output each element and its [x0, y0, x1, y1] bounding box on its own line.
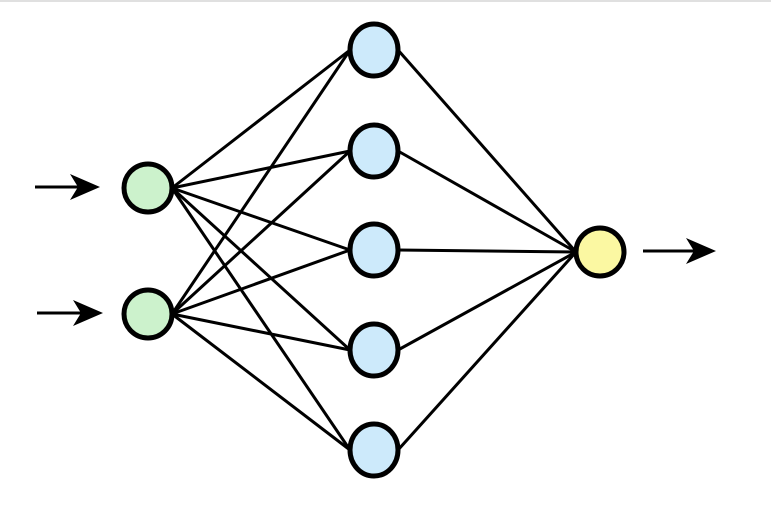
edge-h3-o1 — [397, 248, 577, 254]
edge-i1-h1 — [171, 48, 351, 190]
edge-i2-h5 — [171, 312, 351, 452]
edge-i1-h5 — [170, 187, 352, 451]
edge-h1-o1 — [396, 49, 578, 253]
output-node-1 — [573, 225, 627, 279]
input-arrow-1-head-icon — [70, 174, 100, 200]
edge-i2-h3 — [171, 248, 351, 316]
edge-h2-o1 — [397, 149, 577, 254]
hidden-node-1 — [347, 21, 401, 79]
input-node-1 — [121, 161, 175, 215]
input-node-2 — [121, 287, 175, 341]
top-border-line — [0, 0, 771, 2]
edge-i1-h3 — [171, 186, 351, 252]
hidden-node-4 — [347, 321, 401, 379]
output-arrow-head-icon — [686, 238, 716, 264]
hidden-node-3 — [347, 221, 401, 279]
edge-h5-o1 — [396, 250, 578, 452]
input-arrow-2-head-icon — [73, 300, 103, 326]
edge-h4-o1 — [397, 250, 577, 352]
hidden-node-5 — [347, 421, 401, 479]
edge-i2-h1 — [170, 49, 352, 315]
edge-i1-h4 — [170, 186, 352, 352]
edge-i2-h4 — [171, 312, 351, 352]
edge-i1-h2 — [171, 149, 351, 190]
hidden-node-2 — [347, 122, 401, 180]
edge-i2-h2 — [170, 149, 352, 316]
